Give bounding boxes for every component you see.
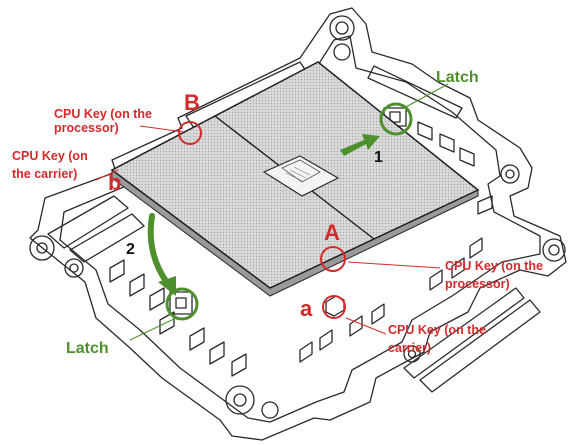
latch-top-label: Latch [436,69,479,86]
cpu-key-processor-top-line1: CPU Key (on the [54,107,152,121]
cpu-key-carrier-left-line2: the carrier) [12,167,77,181]
arrow-step-2-icon [151,216,168,284]
cpu-key-carrier-left-line1: CPU Key (on [12,149,88,163]
cpu-key-carrier-right-line1: CPU Key (on the [388,323,486,337]
step-1-label: 1 [374,149,383,166]
label-b: b [108,170,121,195]
label-a: a [300,296,313,321]
cpu-key-processor-right-line2: processor) [445,277,510,291]
latch-bottom-label: Latch [66,340,109,357]
step-2-label: 2 [126,241,135,258]
cpu-key-processor-right-line1: CPU Key (on the [445,259,543,273]
cpu-key-processor-top-line2: processor) [54,121,119,135]
label-A: A [324,220,340,245]
label-B: B [184,90,200,115]
cpu-key-carrier-right-line2: carrier) [388,341,431,355]
